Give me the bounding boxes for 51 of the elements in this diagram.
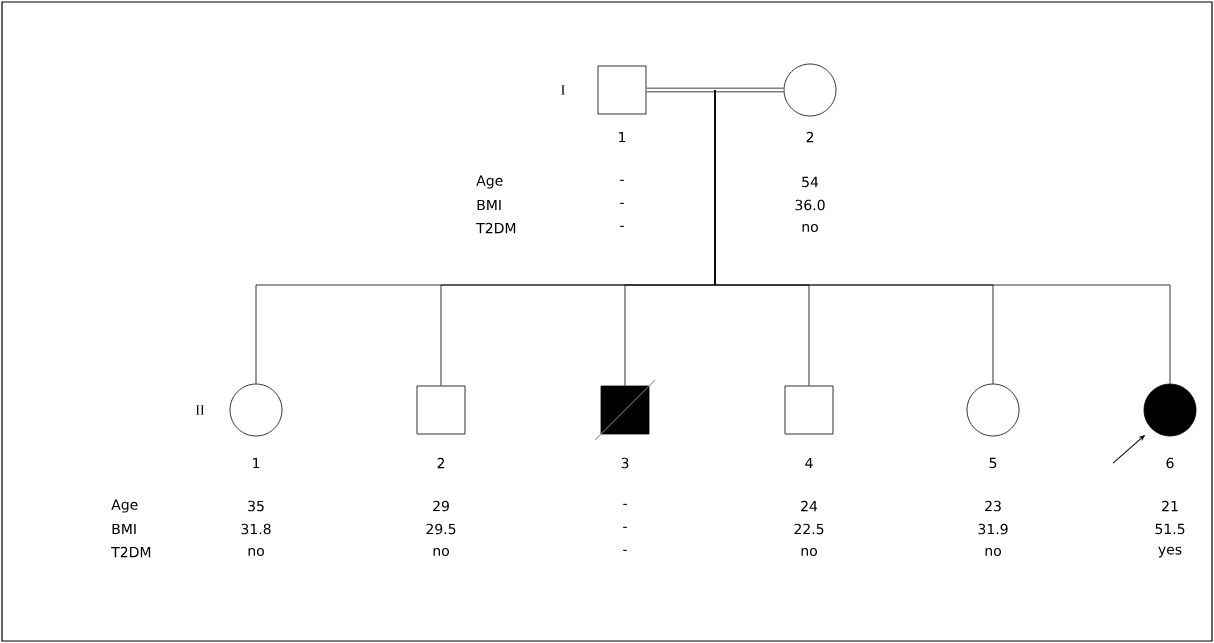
individual-number: 6 [1166, 457, 1174, 469]
row-label: Age [111, 499, 138, 513]
data-value: 22.5 [794, 523, 824, 535]
female-symbol [229, 383, 283, 437]
data-value: no [801, 548, 817, 557]
data-value: 31.8 [241, 523, 271, 535]
data-value: - [620, 179, 624, 181]
data-value: no [248, 548, 264, 557]
data-value: - [620, 225, 624, 227]
data-value: - [620, 202, 624, 204]
deceased-symbol [594, 379, 656, 441]
marriage-line [646, 87, 784, 93]
row-label: Age [476, 175, 503, 189]
individual-number: 3 [621, 457, 629, 469]
individual-number: 1 [253, 457, 260, 469]
data-value: 29 [433, 500, 449, 512]
data-value: 23 [985, 500, 1001, 512]
data-value: 36.0 [795, 199, 825, 211]
data-value: 29.5 [426, 523, 456, 535]
individual-number: 4 [805, 457, 813, 469]
data-value: - [623, 526, 627, 528]
data-value: no [802, 224, 818, 233]
individual-number: 5 [989, 457, 997, 469]
female-symbol [1143, 383, 1197, 437]
data-value: - [623, 549, 627, 551]
data-value: no [433, 548, 449, 557]
male-symbol [784, 385, 834, 435]
data-value: yes [1158, 546, 1182, 558]
row-label: T2DM [111, 546, 151, 558]
generation-label: II [195, 405, 205, 415]
proband-arrow [1112, 435, 1145, 464]
individual-number: 1 [619, 131, 626, 143]
data-value: 21 [1162, 500, 1178, 512]
generation-label: I [561, 85, 565, 95]
data-value: 54 [802, 176, 819, 188]
data-value: - [623, 503, 627, 505]
data-value: 24 [801, 500, 818, 512]
individual-number: 2 [437, 457, 445, 469]
data-value: no [985, 548, 1001, 557]
row-label: T2DM [476, 222, 516, 234]
male-symbol [597, 65, 647, 115]
row-label: BMI [477, 199, 501, 211]
male-symbol [416, 385, 466, 435]
individual-number: 2 [806, 131, 814, 143]
data-value: 31.9 [978, 523, 1008, 535]
data-value: 35 [248, 500, 264, 512]
descent-line [714, 89, 1171, 384]
female-symbol [783, 63, 837, 117]
female-symbol [966, 383, 1020, 437]
data-value: 51.5 [1155, 523, 1185, 535]
row-label: BMI [112, 523, 136, 535]
